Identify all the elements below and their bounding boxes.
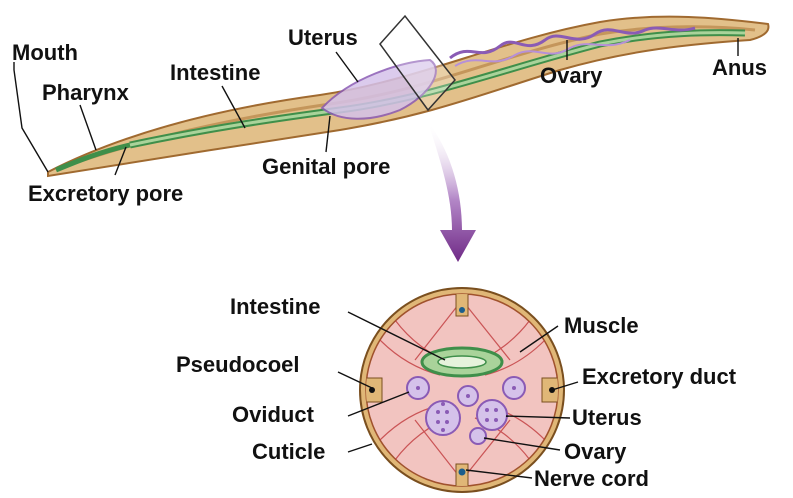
label-pseudocoel: Pseudocoel: [176, 354, 299, 376]
label-pharynx: Pharynx: [42, 82, 129, 104]
label-genital-pore: Genital pore: [262, 156, 390, 178]
cross-uterus-right: [477, 400, 507, 430]
label-ovary: Ovary: [540, 65, 602, 87]
curved-down-arrow: [428, 122, 476, 262]
label-oviduct: Oviduct: [232, 404, 314, 426]
label-section-intestine: Intestine: [230, 296, 320, 318]
cross-ovary: [470, 428, 486, 444]
label-anus: Anus: [712, 57, 767, 79]
label-intestine: Intestine: [170, 62, 260, 84]
label-excretory-pore: Excretory pore: [28, 183, 183, 205]
cross-section: [360, 288, 564, 492]
label-muscle: Muscle: [564, 315, 639, 337]
label-section-uterus: Uterus: [572, 407, 642, 429]
label-excretory-duct: Excretory duct: [582, 366, 736, 388]
label-section-ovary: Ovary: [564, 441, 626, 463]
label-nerve-cord: Nerve cord: [534, 468, 649, 490]
label-uterus: Uterus: [288, 27, 358, 49]
label-cuticle: Cuticle: [252, 441, 325, 463]
label-mouth: Mouth: [12, 42, 78, 64]
